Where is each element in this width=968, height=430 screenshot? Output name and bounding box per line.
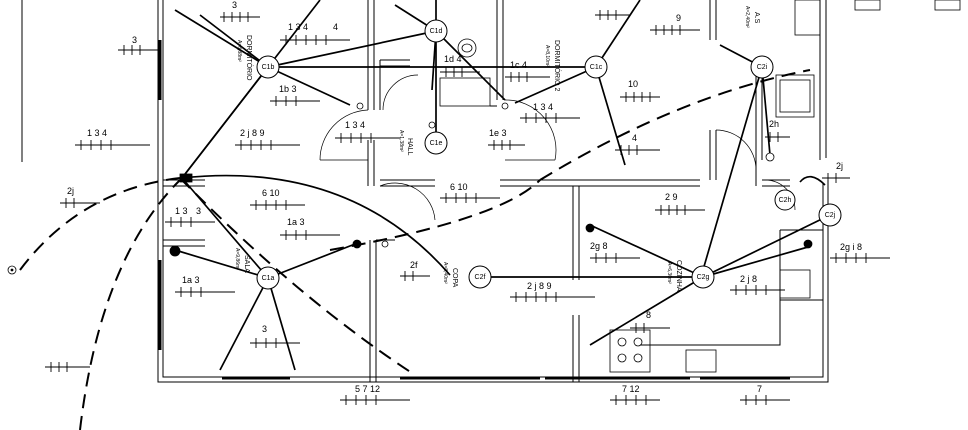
node-label-c1a: C1a [262, 275, 275, 282]
node-label-c2h: C2h [779, 197, 792, 204]
solid-wiring [174, 0, 831, 371]
room-name-hall: HALL [406, 138, 413, 156]
room-area-sala: A=9,86m² [234, 248, 240, 270]
circuit-label: 3 [232, 0, 237, 10]
node-label-c2g: C2g [697, 274, 710, 281]
fixtures [439, 0, 961, 373]
device-symbols [7, 102, 813, 275]
circuit-label: 3 [132, 35, 137, 45]
node-c1d [424, 19, 448, 43]
node-label-c1b: C1b [262, 64, 275, 71]
node-c1a [256, 266, 280, 290]
circuit-label: 2 9 [665, 192, 678, 202]
circuit-label: 2h [769, 119, 779, 129]
node-c2j [818, 203, 842, 227]
room-name-dormitorio1: DORMITÓRIO [245, 35, 254, 81]
room-area-dormitorio1: A=8,88m² [236, 40, 242, 62]
circuit-label: 7 [757, 384, 762, 394]
circuit-label: 1a 3 [182, 275, 200, 285]
circuit-label: 1 3 [175, 206, 188, 216]
circuit-label: 1 3 4 [288, 22, 308, 32]
circuit-label: 10 [628, 79, 638, 89]
room-area-hall: A=1,38m² [398, 130, 404, 152]
circuit-label: 1a 3 [287, 217, 305, 227]
circuit-label: 3 [262, 324, 267, 334]
node-label-c2f: C2f [475, 274, 486, 281]
circuit-label: 2 j 8 [740, 274, 757, 284]
node-label-c1c: C1c [590, 64, 603, 71]
circuit-label: 1 3 4 [87, 128, 107, 138]
room-area-dormitorio2: A=8,10m² [544, 45, 550, 67]
circuit-node-labels: C1b C1d C1c C1e C2i C1a C2f C2g C2j C2h [262, 28, 836, 282]
circuit-label: 1b 3 [279, 84, 297, 94]
room-name-cozinha: COZINHA [675, 260, 682, 292]
dashed-conduits [19, 69, 811, 430]
circuit-label: 1d 4 [444, 54, 462, 64]
room-name-copa: COPA [451, 268, 458, 288]
circuit-label: 2 j 8 9 [527, 281, 552, 291]
node-c1b [256, 55, 280, 79]
circuit-label: 3 [196, 206, 201, 216]
room-area-copa: A=8,40m² [442, 262, 448, 284]
circuit-label: 7 12 [622, 384, 640, 394]
circuit-label: 1e 3 [489, 128, 507, 138]
circuit-label: 8 [646, 310, 651, 320]
room-area-cozinha: A=6,30m² [666, 262, 672, 284]
circuit-label: 2j [836, 161, 843, 171]
node-c2f [468, 265, 492, 289]
circuit-nodes [256, 19, 842, 290]
node-label-c2i: C2i [757, 64, 768, 71]
conductor-ticks [45, 10, 890, 405]
node-c1c [584, 55, 608, 79]
node-label-c2j: C2j [825, 212, 836, 219]
node-c1e [424, 131, 448, 155]
walls [21, 0, 829, 383]
circuit-label: 2 j 8 9 [240, 128, 265, 138]
node-label-c1e: C1e [430, 140, 443, 147]
room-name-as: A.S [753, 12, 760, 24]
circuit-labels: 3 3 1 3 4 9 1d 4 1c 4 1b 3 10 1 3 4 1 3 … [67, 0, 862, 394]
circuit-label: 4 [333, 22, 338, 32]
circuit-label: 9 [676, 13, 681, 23]
node-label-c1d: C1d [430, 28, 443, 35]
windows [158, 40, 790, 380]
circuit-label: 2f [410, 260, 418, 270]
node-c2g [691, 265, 715, 289]
node-c2h [774, 189, 796, 211]
circuit-label: 2g i 8 [840, 242, 862, 252]
room-labels: DORMITÓRIO A=8,88m² DORMITÓRIO 2 A=8,10m… [234, 6, 760, 292]
circuit-label: 1 3 4 [345, 120, 365, 130]
node-c2i [750, 55, 774, 79]
circuit-label: 5 7 12 [355, 384, 380, 394]
circuit-label: 6 10 [450, 182, 468, 192]
circuit-label: 1 3 4 [533, 102, 553, 112]
circuit-label: 2j [67, 186, 74, 196]
circuit-label: 2g 8 [590, 241, 608, 251]
circuit-label: 6 10 [262, 188, 280, 198]
circuit-label: 4 [632, 133, 637, 143]
circuit-label: 1c 4 [510, 60, 527, 70]
room-name-dormitorio2: DORMITÓRIO 2 [553, 40, 562, 91]
room-name-sala: SALA [243, 255, 250, 273]
room-area-as: A=2,40m² [744, 6, 750, 28]
